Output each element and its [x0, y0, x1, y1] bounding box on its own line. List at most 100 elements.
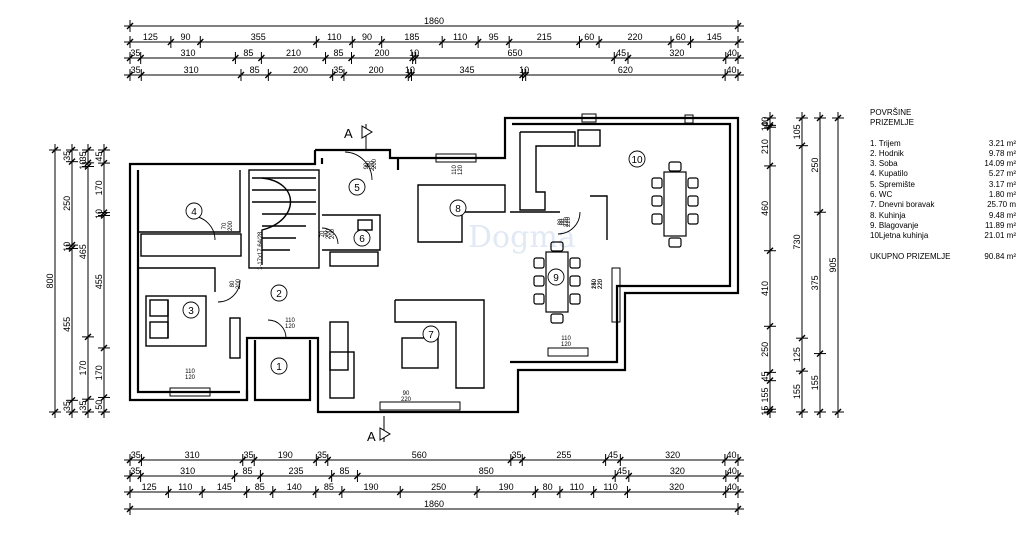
- top-total-dimension: 1860: [424, 16, 444, 26]
- legend-item-area: 9.78 m²: [988, 148, 1016, 158]
- top-row2-dimension-value: 310: [181, 48, 196, 58]
- bottom-row3-dimension-value: 320: [669, 482, 684, 492]
- top-row2-dimension-value: 320: [669, 48, 684, 58]
- left-col3-dimension-value: 50: [94, 400, 104, 410]
- svg-text:70: 70: [320, 230, 326, 237]
- svg-text:60: 60: [366, 160, 372, 167]
- exterior-walls: [128, 116, 740, 414]
- top-row1-dimension-value: 60: [676, 32, 686, 42]
- svg-text:120: 120: [561, 342, 572, 348]
- door-swings: [190, 151, 581, 339]
- room-8-label: 8: [455, 204, 461, 215]
- left-col1-dimension-value: 10: [62, 242, 72, 252]
- svg-text:110: 110: [285, 318, 295, 324]
- section-cut-lines: [361, 124, 391, 442]
- left-total-dimension: 800: [45, 273, 55, 288]
- room-4-label: 4: [191, 207, 197, 218]
- legend-subtitle: PRIZEMLJE: [870, 118, 915, 128]
- top-row1-dimension-value: 125: [143, 32, 158, 42]
- room-3-label: 3: [188, 306, 194, 317]
- legend-item-area: 25.70 m: [987, 200, 1016, 210]
- top-row3-dimension-value: 35: [131, 65, 141, 75]
- right-col1-dimension-value: 15: [760, 406, 770, 416]
- left-col1-dimension-value: 35: [62, 401, 72, 411]
- svg-text:120: 120: [285, 324, 296, 330]
- right-col1-dimension-value: 210: [760, 139, 770, 154]
- bottom-row3-dimension-value: 190: [499, 482, 514, 492]
- legend-total-value: 90.84 m²: [984, 251, 1016, 261]
- bottom-row3-dimension-value: 40: [727, 482, 737, 492]
- right-col1-dimension-value: 460: [760, 201, 770, 216]
- top-row1-dimension-value: 90: [181, 32, 191, 42]
- svg-text:200: 200: [326, 228, 332, 239]
- dining-table-9: [533, 241, 581, 324]
- bottom-row3-dimension-value: 125: [142, 482, 157, 492]
- room-5-label: 5: [354, 183, 360, 194]
- left-col3-dimension-value: 45: [94, 152, 104, 162]
- legend-item-area: 3.21 m²: [988, 138, 1016, 148]
- bottom-row3-dimension-value: 145: [217, 482, 232, 492]
- legend-item-name: 2. Hodnik: [870, 148, 904, 158]
- bottom-row3-dimension-value: 140: [287, 482, 302, 492]
- right-col2-dimension-value: 155: [792, 384, 802, 399]
- legend-item-name: 1. Trijem: [870, 138, 901, 148]
- bottom-row2-dimension-value: 35: [130, 466, 140, 476]
- left-col3-dimension-value: 170: [94, 180, 104, 195]
- top-row2-dimension-value: 35: [130, 48, 140, 58]
- top-row3-dimension-value: 310: [184, 65, 199, 75]
- left-col2-dimension-value: 170: [78, 361, 88, 376]
- bottom-row1-dimension-value: 560: [412, 450, 427, 460]
- top-row3-dimension-value: 200: [293, 65, 308, 75]
- windows: [169, 113, 694, 411]
- bottom-row1-dimension-value: 45: [608, 450, 618, 460]
- svg-text:110: 110: [561, 336, 571, 342]
- top-row1-dimension-value: 110: [453, 32, 467, 42]
- legend-item-name: 9. Blagovanje: [870, 220, 919, 230]
- bottom-row3-dimension-value: 110: [603, 482, 617, 492]
- left-col2-dimension-value: 35: [78, 151, 88, 161]
- bottom-row3-dimension-value: 110: [570, 482, 584, 492]
- bottom-row3-dimension-value: 190: [364, 482, 379, 492]
- bottom-row3-dimension-value: 85: [324, 482, 334, 492]
- left-col2-dimension-value: 35: [78, 401, 88, 411]
- top-row3-dimension-value: 10: [405, 65, 415, 75]
- svg-text:220: 220: [564, 216, 570, 227]
- top-row2-dimension-value: 650: [507, 48, 522, 58]
- top-row1-dimension-value: 215: [537, 32, 552, 42]
- legend-item-area: 3.17 m²: [988, 179, 1016, 189]
- legend-item-name: 10Ljetna kuhinja: [870, 231, 929, 241]
- right-col2-dimension-value: 105: [792, 124, 802, 139]
- legend-item-area: 14.09 m²: [984, 159, 1016, 169]
- right-col1-dimension-value: 155: [760, 387, 770, 402]
- svg-text:200: 200: [372, 158, 378, 169]
- legend-item-area: 21.01 m²: [984, 231, 1016, 241]
- top-row1-dimension-value: 355: [251, 32, 266, 42]
- top-row3-dimension-value: 40: [727, 65, 737, 75]
- right-col1-dimension-value: 10: [760, 121, 770, 131]
- top-row2-dimension-value: 45: [616, 48, 626, 58]
- svg-text:140: 140: [592, 278, 598, 289]
- bottom-row3-dimension-value: 110: [178, 482, 192, 492]
- room-1-label: 1: [276, 362, 282, 373]
- right-col2-dimension-value: 730: [792, 234, 802, 249]
- svg-text:200: 200: [236, 278, 242, 289]
- right-col2-dimension-value: 125: [792, 347, 802, 362]
- legend-item-name: 4. Kupatilo: [870, 169, 908, 179]
- svg-text:120: 120: [185, 375, 196, 381]
- svg-text:220: 220: [598, 278, 604, 289]
